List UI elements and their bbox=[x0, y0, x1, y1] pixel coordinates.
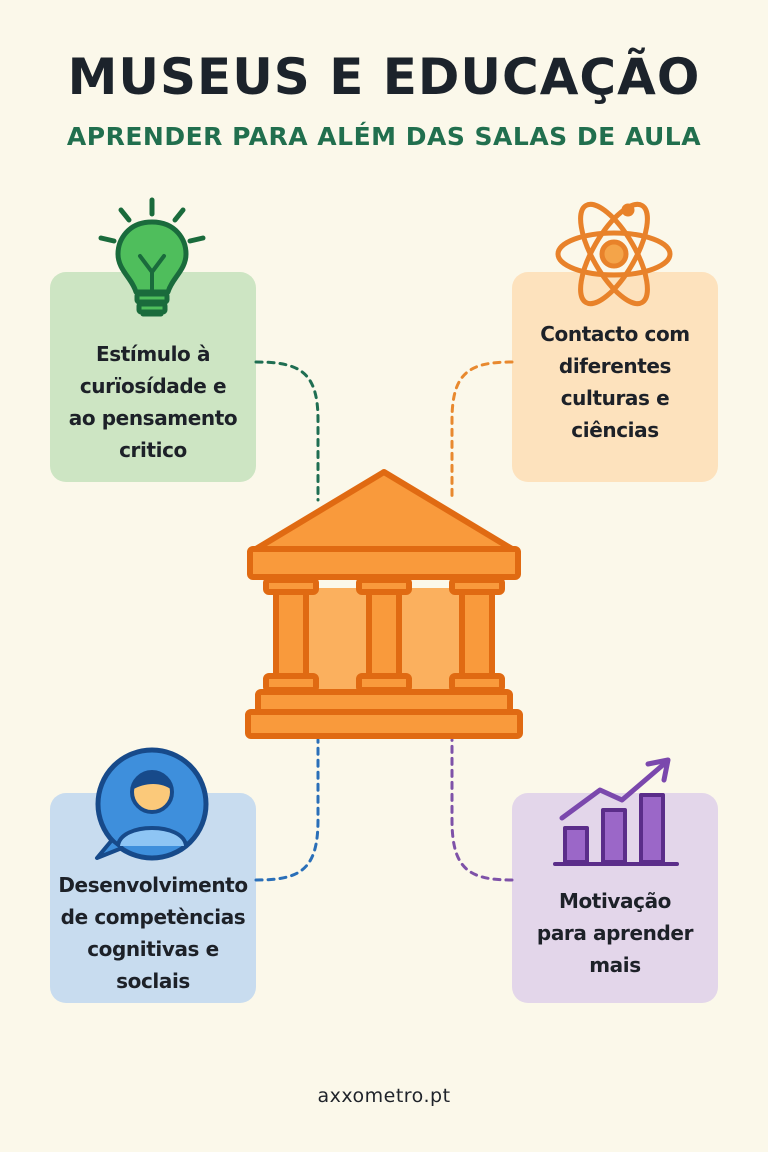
connector-bottom-right bbox=[450, 738, 514, 882]
connector-bottom-left bbox=[254, 738, 320, 882]
museum-icon bbox=[245, 469, 523, 739]
card-motivation: Motivação para aprender mais bbox=[512, 793, 718, 1003]
footer-site: axxometro.pt bbox=[317, 1085, 451, 1107]
atom-icon bbox=[555, 201, 673, 307]
connector-top-left bbox=[254, 360, 320, 502]
page-subtitle: APRENDER PARA ALÉM DAS SALAS DE AULA bbox=[66, 122, 702, 151]
card-motivation-text: Motivação para aprender mais bbox=[536, 889, 694, 977]
card-curiosity-text: Estímulo à curïosídade e ao pensamento c… bbox=[68, 342, 238, 462]
card-cultures: Contacto com diferentes culturas e ciênc… bbox=[512, 272, 718, 482]
connector-top-right bbox=[450, 360, 514, 502]
lightbulb-icon bbox=[98, 197, 206, 317]
card-competences-text: Desenvolvimento de competèncias cognitiv… bbox=[58, 873, 248, 993]
card-curiosity: Estímulo à curïosídade e ao pensamento c… bbox=[50, 272, 256, 482]
growth-chart-icon bbox=[553, 757, 679, 866]
page-title: MUSEUS E EDUCAÇÃO bbox=[67, 48, 701, 106]
person-speech-icon bbox=[95, 747, 209, 861]
card-cultures-text: Contacto com diferentes culturas e ciênc… bbox=[540, 322, 690, 442]
